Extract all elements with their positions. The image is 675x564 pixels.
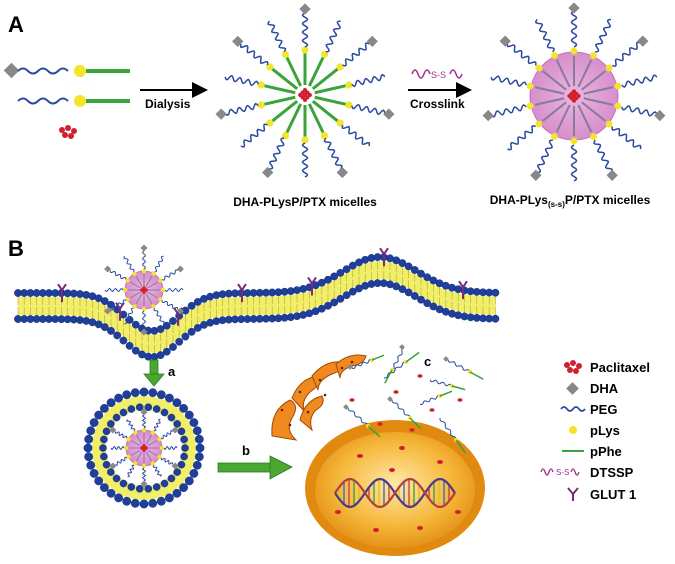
free-polymer-2	[17, 95, 130, 107]
dialysis-label: Dialysis	[145, 97, 191, 111]
dtssp-icon: S-S	[540, 468, 580, 477]
svg-text:S-S: S-S	[431, 70, 446, 80]
svg-text:S-S: S-S	[556, 468, 569, 477]
cell-nucleus	[315, 432, 475, 548]
legend-item-paclitaxel: Paclitaxel	[564, 360, 650, 375]
peg-icon	[560, 406, 586, 412]
micelle1-caption: DHA-PLysP/PTX micelles	[233, 195, 377, 209]
micelle-crosslinked	[482, 2, 666, 182]
dha-icon	[3, 62, 20, 79]
release-arrow	[217, 455, 293, 480]
golgi-apparatus	[271, 354, 367, 441]
plys-icon	[569, 426, 577, 434]
legend-item-plys: pLys	[569, 423, 620, 438]
released-polymers	[343, 344, 484, 454]
svg-text:GLUT 1: GLUT 1	[590, 487, 636, 502]
step-a-label: a	[168, 364, 176, 379]
panel-a-label: A	[8, 12, 24, 37]
endosome	[83, 387, 205, 509]
svg-text:PEG: PEG	[590, 402, 617, 417]
free-polymer-1	[3, 62, 130, 79]
micelle-uncrosslinked	[215, 3, 395, 179]
free-paclitaxel	[59, 125, 77, 139]
glut1-icon	[567, 487, 579, 501]
svg-text:pPhe: pPhe	[590, 444, 622, 459]
panel-b-label: B	[8, 236, 24, 261]
svg-text:DTSSP: DTSSP	[590, 465, 634, 480]
legend-item-glut1: GLUT 1	[567, 487, 636, 502]
legend-item-dtssp: S-S DTSSP	[540, 465, 634, 480]
svg-text:DHA: DHA	[590, 381, 619, 396]
crosslink-label: Crosslink	[410, 97, 465, 111]
step-c-label: c	[424, 354, 431, 369]
legend-item-peg: PEG	[560, 402, 617, 417]
dtssp-crosslinker: S-S	[411, 69, 463, 80]
cell-membrane	[14, 247, 500, 361]
endocytosis-arrow	[143, 359, 165, 387]
dna-helix	[334, 478, 456, 508]
micelle2-caption: DHA-PLys(s-s)P/PTX micelles	[490, 193, 651, 209]
paclitaxel-icon	[564, 360, 582, 374]
legend: Paclitaxel DHA PEG pLys pPhe S-S DTSSP	[540, 360, 650, 502]
dha-icon	[566, 382, 579, 395]
legend-item-pphe: pPhe	[562, 444, 622, 459]
svg-text:Paclitaxel: Paclitaxel	[590, 360, 650, 375]
micelle-on-membrane	[104, 244, 184, 336]
intracellular-paclitaxel	[335, 446, 461, 532]
legend-item-dha: DHA	[566, 381, 619, 396]
svg-text:pLys: pLys	[590, 423, 620, 438]
step-b-label: b	[242, 443, 250, 458]
